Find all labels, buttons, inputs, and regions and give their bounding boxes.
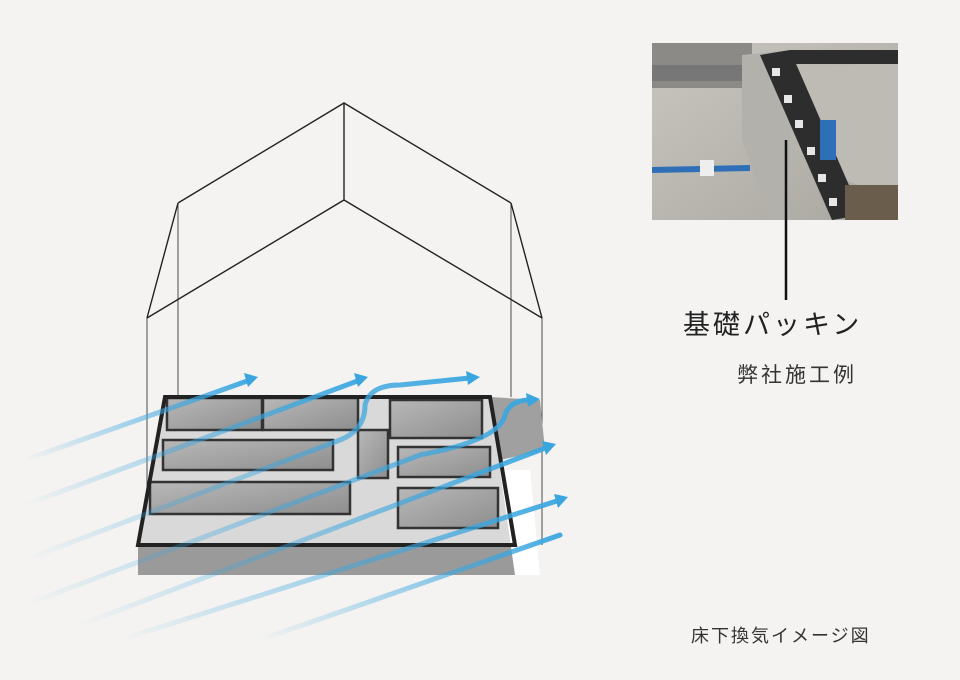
foundation-packing-label: 基礎パッキン [683,310,863,341]
arrowheads [244,371,568,508]
construction-photo [651,43,898,220]
airflow-arrows [22,375,563,643]
diagram-caption: 床下換気イメージ図 [691,626,871,647]
our-example-label: 弊社施工例 [737,363,857,387]
